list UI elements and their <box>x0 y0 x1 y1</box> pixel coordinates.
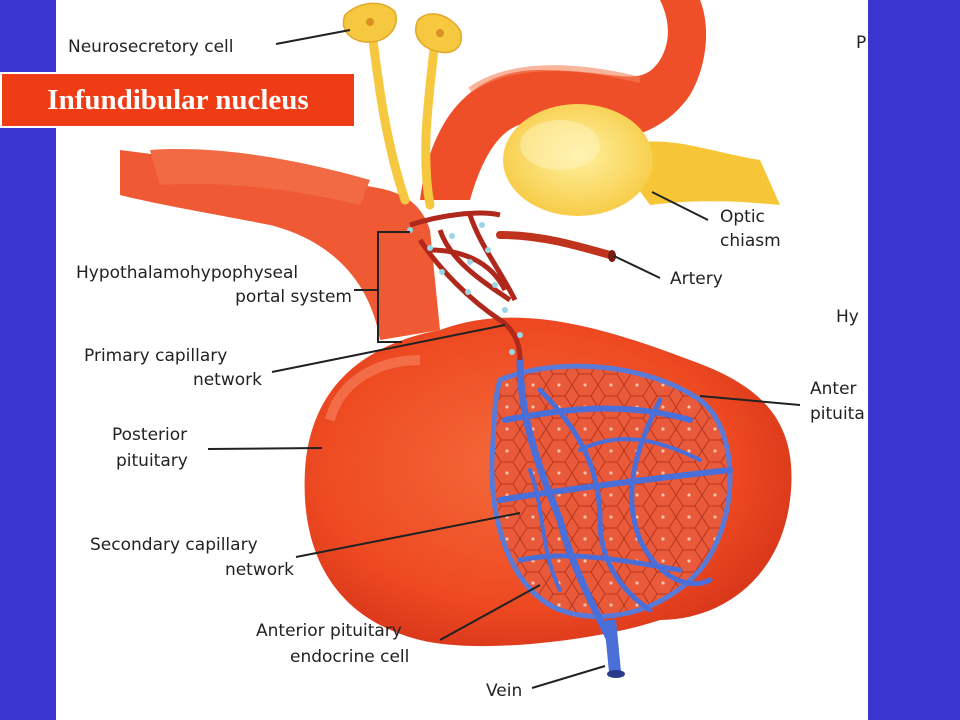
label-cut-mid-right: Hy <box>836 307 859 327</box>
anterior-pituitary-cells <box>489 363 733 619</box>
artery-arch <box>420 0 707 200</box>
label-endocrine-cell-line1: Anterior pituitary <box>256 621 402 641</box>
hypothalamus-tissue <box>120 149 440 340</box>
vein <box>604 619 625 678</box>
label-artery: Artery <box>670 269 723 289</box>
label-portal-system-line1: Hypothalamohypophyseal <box>76 263 299 283</box>
artery-branch <box>496 231 616 262</box>
label-vein: Vein <box>486 681 523 701</box>
label-posterior-pituitary-line1: Posterior <box>112 425 188 445</box>
label-cut-top-right: P <box>856 33 867 53</box>
label-optic-chiasm-line1: Optic <box>720 207 765 227</box>
label-primary-capillary-line2: network <box>192 370 262 390</box>
neurosecretory-cells <box>342 2 462 210</box>
primary-capillary-network <box>409 210 523 361</box>
label-secondary-capillary-line1: Secondary capillary <box>90 535 258 555</box>
label-portal-system-line2: portal system <box>235 287 352 307</box>
label-optic-chiasm-line2: chiasm <box>720 231 781 251</box>
label-primary-capillary-line1: Primary capillary <box>84 346 228 366</box>
label-posterior-pituitary-line2: pituitary <box>116 451 188 471</box>
secondary-capillary-network <box>497 356 733 644</box>
portal-system-bracket <box>377 231 410 343</box>
label-anterior-pituitary-line2: pituita <box>810 404 865 424</box>
leader-lines <box>207 29 801 689</box>
optic-chiasm <box>503 104 780 216</box>
title-text: Infundibular nucleus <box>47 83 309 116</box>
label-secondary-capillary-line2: network <box>224 560 294 580</box>
label-neurosecretory-cell: Neurosecretory cell <box>68 37 234 57</box>
label-endocrine-cell-line2: endocrine cell <box>290 647 410 667</box>
title-banner: Infundibular nucleus <box>0 72 356 128</box>
label-anterior-pituitary-line1: Anter <box>810 379 857 399</box>
